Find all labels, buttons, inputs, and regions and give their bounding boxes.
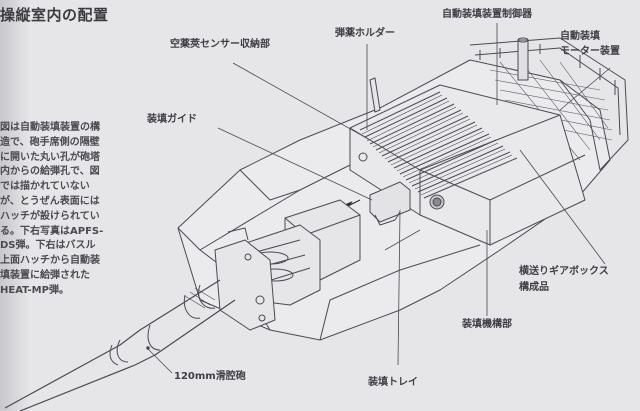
caption-line: 内からの給弾孔で、図: [0, 166, 100, 178]
caption-line: が、とうぜん表面には: [0, 195, 100, 207]
caption-line: 上面ハッチから自動装: [0, 255, 100, 267]
mast: [517, 39, 529, 81]
bustle-rack: [469, 37, 629, 171]
label-gearbox-line1: 横送りギアボックス: [519, 266, 609, 277]
caption-line: 図は自動装填装置の構: [0, 122, 100, 133]
label-loading-guide: 装填ガイド: [147, 114, 197, 125]
label-loading-tray: 装填トレイ: [368, 377, 418, 388]
shell-tubes: [359, 91, 518, 199]
label-shell-holder: 弾薬ホルダー: [335, 28, 395, 39]
caption-line: 造で、砲手席側の隔壁: [0, 136, 100, 148]
caption-line: る。下右写真はAPFS-: [0, 225, 104, 237]
label-autoloader-motor-line1: 自動装填: [560, 31, 600, 42]
label-main-gun: 120mm滑腔砲: [174, 371, 246, 382]
label-gearbox-line2: 構成品: [519, 282, 549, 293]
caption-line: HEAT-MP弾。: [0, 284, 69, 296]
caption-line: DS弾。下右はバスル: [0, 240, 96, 252]
caption-line: ハッチが設けられてい: [0, 210, 100, 222]
caption-text: 図は自動装填装置の構 造で、砲手席側の隔壁 に開いた丸い孔が砲塔 内からの給弾孔…: [0, 121, 130, 299]
caption-line: に開いた丸い孔が砲塔: [0, 151, 100, 163]
leader-lines: [147, 23, 611, 374]
label-casing-sensor: 空薬莢センサー収納部: [170, 39, 270, 50]
label-autoloader-motor-line2: モーター装置: [560, 46, 620, 57]
page-title: 操縦室内の配置: [0, 6, 109, 24]
label-loading-mechanism: 装填機構部: [462, 319, 512, 330]
gun-barrel: [4, 279, 236, 411]
caption-line: 填装置に給弾された: [0, 269, 90, 281]
page-gutter-shadow: [0, 0, 30, 411]
caption-line: では描かれていない: [0, 181, 90, 193]
label-autoloader-controller: 自動装填装置制御器: [442, 9, 532, 20]
